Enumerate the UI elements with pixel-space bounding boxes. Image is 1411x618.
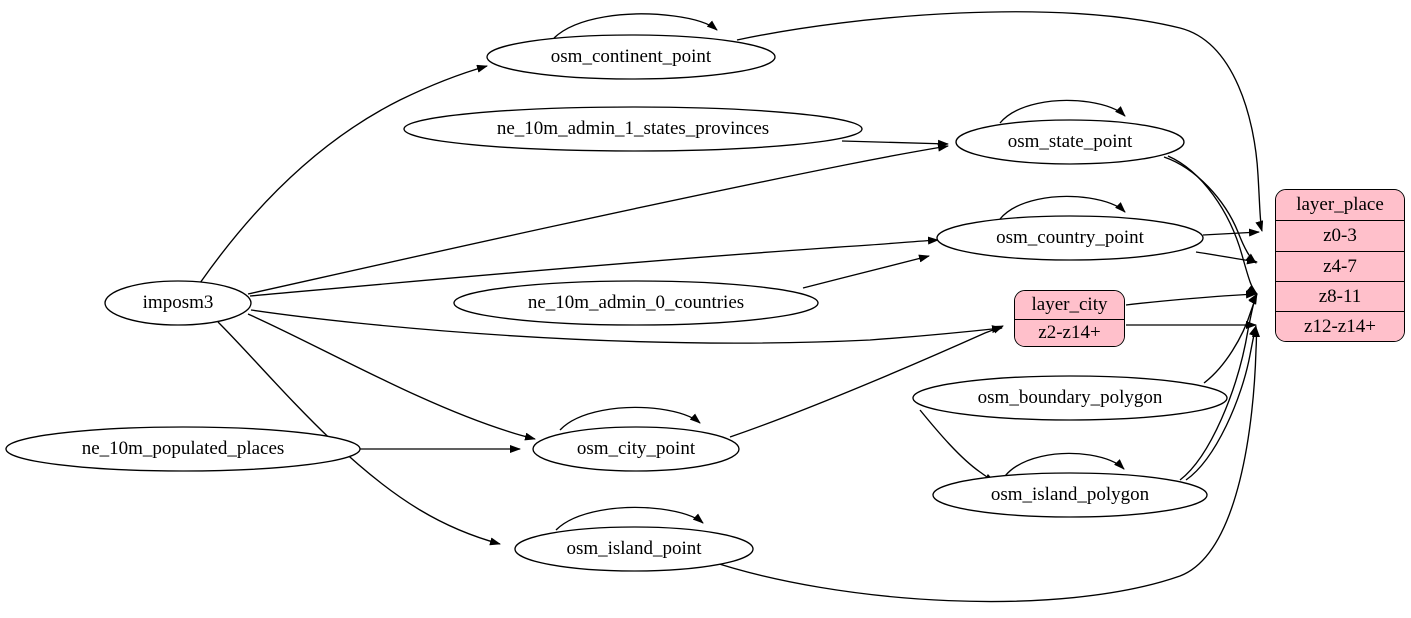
node-osm_state_point[interactable] — [955, 119, 1185, 165]
edge-self-osm_continent_point — [553, 13, 718, 39]
record-row-layer-place-z4-7[interactable]: z4-7 — [1276, 251, 1404, 281]
node-ne_10m_admin_1_states_provinces[interactable] — [403, 106, 863, 152]
node-ne_10m_admin_0_countries[interactable] — [453, 280, 819, 326]
edge-osm_boundary_polygon-osm_island_polygon — [919, 409, 996, 483]
node-osm_boundary_polygon[interactable] — [912, 375, 1228, 421]
edge-self-osm_city_point — [559, 406, 701, 431]
edge-osm_country_point-layer_place-z0-3 — [1202, 228, 1260, 237]
node-ne_10m_populated_places[interactable] — [5, 426, 361, 472]
edge-ne_countries-osm_country_point — [802, 254, 930, 289]
edge-osm_state_point-layer_place-z8-11 — [1167, 155, 1258, 295]
node-osm_island_polygon[interactable] — [932, 472, 1208, 518]
edge-imposm3-osm_country_point — [249, 236, 939, 297]
record-row-layer-place-z12-z14[interactable]: z12-z14+ — [1276, 311, 1404, 341]
edge-osm_state_point-layer_place-z4-7 — [1163, 156, 1257, 264]
edge-self-osm_island_point — [555, 506, 704, 531]
node-osm_continent_point[interactable] — [486, 34, 776, 80]
record-node-layer-city[interactable]: layer_city z2-z14+ — [1014, 290, 1125, 347]
edge-osm_boundary_polygon-layer_place-z8-11 — [1203, 293, 1258, 384]
node-osm_city_point[interactable] — [532, 426, 740, 472]
edge-osm_island_point-layer_place-z12-z14+ — [706, 326, 1261, 603]
record-row-layer-place-z8-11[interactable]: z8-11 — [1276, 281, 1404, 311]
edge-imposm3-osm_continent_point — [199, 64, 488, 284]
edge-imposm3-osm_island_point — [217, 321, 501, 546]
edge-imposm3-osm_state_point — [247, 143, 949, 295]
edge-imposm3-layer_city — [250, 309, 1003, 344]
edge-ne_states-osm_state_point — [841, 139, 949, 148]
edge-osm_city_point-layer_city — [729, 325, 1004, 438]
edge-self-osm_country_point — [999, 195, 1126, 220]
record-node-layer-place[interactable]: layer_place z0-3 z4-7 z8-11 z12-z14+ — [1275, 189, 1405, 342]
edge-self-osm_state_point — [999, 99, 1126, 124]
edge-osm_country_point-layer_place-z4-7 — [1195, 251, 1258, 265]
record-row-layer-city-title: layer_city — [1015, 291, 1124, 319]
edge-layer_city-layer_place-z8-11 — [1125, 290, 1257, 306]
node-osm_island_point[interactable] — [514, 526, 754, 572]
record-row-layer-place-z0-3[interactable]: z0-3 — [1276, 220, 1404, 251]
edge-osm_island_polygon-layer_place-z8-11 — [1179, 293, 1258, 481]
record-row-layer-place-title: layer_place — [1276, 190, 1404, 220]
node-osm_country_point[interactable] — [936, 215, 1204, 261]
edge-self-osm_island_polygon — [1004, 452, 1125, 477]
record-row-layer-city-z2-z14[interactable]: z2-z14+ — [1015, 319, 1124, 346]
edge-osm_continent_point-layer_place-z0-3 — [736, 11, 1264, 232]
edge-imposm3-osm_city_point — [247, 313, 536, 441]
node-imposm3[interactable] — [104, 280, 252, 326]
